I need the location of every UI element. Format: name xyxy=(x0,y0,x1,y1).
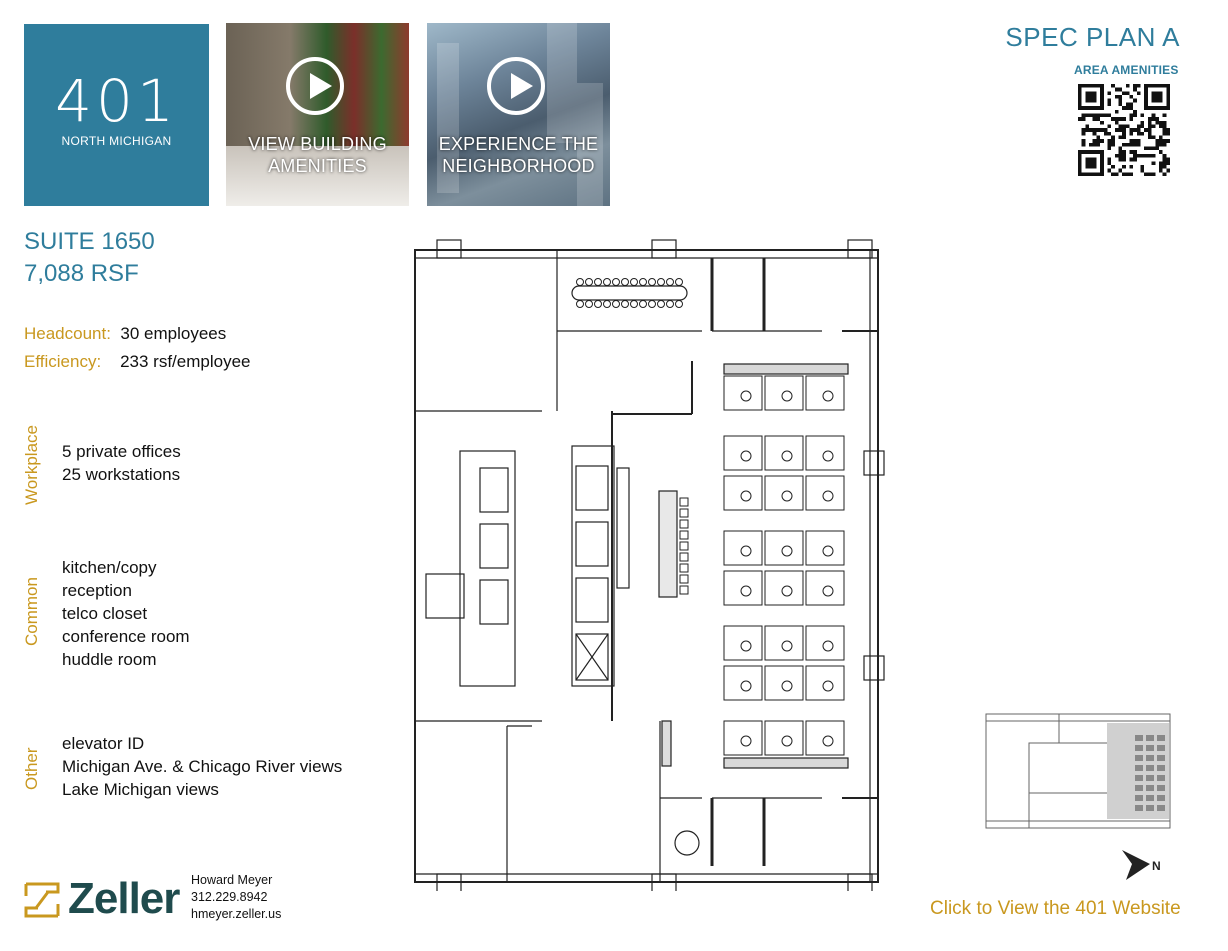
video-caption-line: EXPERIENCE THE xyxy=(438,134,599,154)
play-icon xyxy=(286,57,344,115)
list-item: 25 workstations xyxy=(62,465,181,484)
video-caption-line: AMENITIES xyxy=(268,156,367,176)
headcount-label: Headcount: xyxy=(24,324,111,343)
floor-plan xyxy=(414,239,885,891)
north-label: N xyxy=(1152,859,1161,873)
section-title-common: Common xyxy=(22,577,41,646)
video-caption-line: VIEW BUILDING xyxy=(248,134,387,154)
city-photo xyxy=(437,43,459,193)
other-list: elevator ID Michigan Ave. & Chicago Rive… xyxy=(62,732,342,801)
section-title-workplace: Workplace xyxy=(22,425,41,505)
zeller-logo-icon xyxy=(24,882,60,918)
video-caption-line: NEIGHBORHOOD xyxy=(442,156,595,176)
list-item: elevator ID xyxy=(62,734,145,753)
suite-name: SUITE 1650 xyxy=(24,228,155,255)
list-item: 5 private offices xyxy=(62,442,181,461)
list-item: Lake Michigan views xyxy=(62,780,219,799)
list-item: huddle room xyxy=(62,650,157,669)
building-number: 401 xyxy=(55,67,178,135)
contact-info: Howard Meyer 312.229.8942 hmeyer.zeller.… xyxy=(191,872,281,923)
list-item: conference room xyxy=(62,627,190,646)
list-item: reception xyxy=(62,581,132,600)
video-neighborhood[interactable]: EXPERIENCE THE NEIGHBORHOOD xyxy=(427,23,610,206)
north-arrow-icon: N xyxy=(1122,850,1161,880)
city-photo xyxy=(577,83,603,206)
efficiency-stat: Efficiency: 233 rsf/employee xyxy=(24,352,250,372)
suite-info: SUITE 1650 7,088 RSF xyxy=(24,226,155,290)
contact-web[interactable]: hmeyer.zeller.us xyxy=(191,907,282,921)
list-item: kitchen/copy xyxy=(62,558,157,577)
website-link[interactable]: Click to View the 401 Website xyxy=(930,898,1181,919)
play-icon xyxy=(487,57,545,115)
list-item: Michigan Ave. & Chicago River views xyxy=(62,757,343,776)
key-plan-map xyxy=(985,713,1171,829)
contact-phone[interactable]: 312.229.8942 xyxy=(191,890,268,904)
lobby-photo xyxy=(226,146,409,206)
section-title-other: Other xyxy=(22,747,41,790)
building-name: NORTH MICHIGAN xyxy=(61,134,172,148)
suite-area: 7,088 RSF xyxy=(24,260,139,287)
headcount-stat: Headcount: 30 employees xyxy=(24,324,226,344)
efficiency-value: 233 rsf/employee xyxy=(120,352,251,371)
efficiency-label: Efficiency: xyxy=(24,352,102,371)
headcount-value: 30 employees xyxy=(120,324,227,343)
video-building-amenities[interactable]: VIEW BUILDING AMENITIES xyxy=(226,23,409,206)
contact-name: Howard Meyer xyxy=(191,873,273,887)
company-name: Zeller xyxy=(68,874,180,923)
building-logo: 401 NORTH MICHIGAN xyxy=(24,24,209,206)
video-caption: EXPERIENCE THE NEIGHBORHOOD xyxy=(427,133,610,177)
plan-title: SPEC PLAN A xyxy=(1005,22,1180,52)
workplace-list: 5 private offices 25 workstations xyxy=(62,440,181,486)
video-caption: VIEW BUILDING AMENITIES xyxy=(226,133,409,177)
qr-code-icon[interactable] xyxy=(1078,84,1170,176)
area-amenities-link[interactable]: AREA AMENITIES xyxy=(1074,63,1179,77)
common-list: kitchen/copy reception telco closet conf… xyxy=(62,556,190,671)
list-item: telco closet xyxy=(62,604,148,623)
city-photo xyxy=(547,23,577,143)
